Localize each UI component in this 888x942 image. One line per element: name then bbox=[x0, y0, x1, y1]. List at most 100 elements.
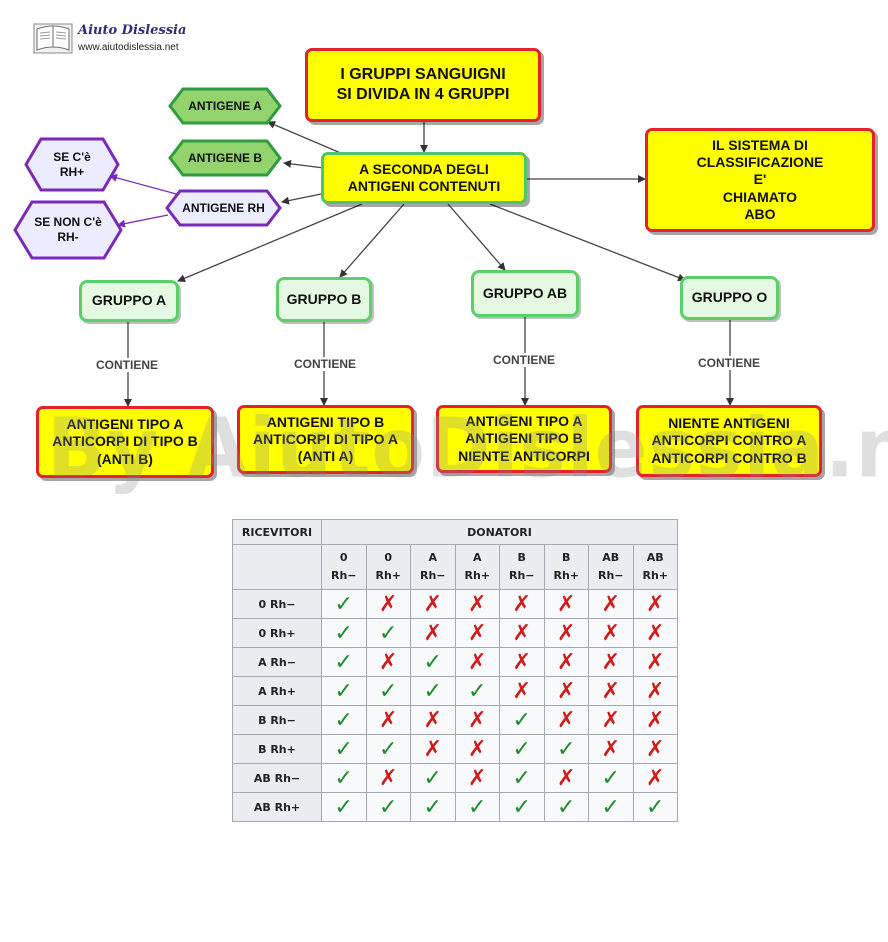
hexagon-shape bbox=[168, 139, 282, 177]
incompatible-cross-icon: ✗ bbox=[365, 589, 411, 619]
group-ab-content: ANTIGENI TIPO A ANTIGENI TIPO B NIENTE A… bbox=[436, 405, 612, 473]
center-node-antigens: A SECONDA DEGLI ANTIGENI CONTENUTI bbox=[321, 152, 527, 204]
incompatible-cross-icon: ✗ bbox=[499, 676, 545, 706]
incompatible-cross-icon: ✗ bbox=[543, 705, 589, 735]
edge-center-group-o bbox=[489, 203, 686, 282]
antigen-rh-label: ANTIGENE RH bbox=[182, 200, 265, 215]
antigen-a-label: ANTIGENE A bbox=[188, 98, 262, 113]
donor-column-header: AB Rh− bbox=[588, 544, 634, 590]
compatible-check-icon: ✓ bbox=[365, 676, 411, 706]
compatible-check-icon: ✓ bbox=[321, 676, 367, 706]
donor-group-label: A bbox=[428, 551, 437, 564]
compatible-check-icon: ✓ bbox=[410, 676, 456, 706]
edge-center-group-b bbox=[339, 203, 405, 278]
incompatible-cross-icon: ✗ bbox=[454, 734, 500, 764]
edge-center-antigen-a bbox=[267, 121, 351, 158]
donor-group-label: A bbox=[472, 551, 482, 564]
incompatible-cross-icon: ✗ bbox=[543, 618, 589, 648]
incompatible-cross-icon: ✗ bbox=[543, 589, 589, 619]
compatible-check-icon: ✓ bbox=[321, 792, 367, 822]
compatible-check-icon: ✓ bbox=[454, 792, 500, 822]
compatible-check-icon: ✓ bbox=[499, 763, 545, 793]
compatible-check-icon: ✓ bbox=[321, 589, 367, 619]
table-row: A Rh−✓✗✓✗✗✗✗✗ bbox=[232, 647, 678, 677]
donor-rh-label: Rh+ bbox=[464, 569, 491, 582]
incompatible-cross-icon: ✗ bbox=[632, 705, 678, 735]
hexagon-shape bbox=[24, 137, 120, 192]
donor-group-label: 0 bbox=[384, 551, 393, 564]
edge-rh-neg bbox=[117, 214, 169, 228]
compatible-check-icon: ✓ bbox=[499, 734, 545, 764]
rh-negative-node: SE NON C'è RH- bbox=[13, 200, 123, 260]
table-row: A Rh+✓✓✓✓✗✗✗✗ bbox=[232, 676, 678, 706]
table-row: B Rh+✓✓✗✗✓✓✗✗ bbox=[232, 734, 678, 764]
compatible-check-icon: ✓ bbox=[321, 647, 367, 677]
incompatible-cross-icon: ✗ bbox=[543, 676, 589, 706]
receiver-label: B Rh+ bbox=[232, 734, 322, 764]
logo-url[interactable]: www.aiutodislessia.net bbox=[78, 42, 179, 53]
incompatible-cross-icon: ✗ bbox=[632, 589, 678, 619]
incompatible-cross-icon: ✗ bbox=[410, 618, 456, 648]
incompatible-cross-icon: ✗ bbox=[588, 589, 634, 619]
donors-header: DONATORI bbox=[321, 519, 678, 545]
hexagon-shape bbox=[165, 189, 282, 227]
compatible-check-icon: ✓ bbox=[588, 763, 634, 793]
diagram-title: I GRUPPI SANGUIGNI SI DIVIDA IN 4 GRUPPI bbox=[305, 48, 541, 122]
incompatible-cross-icon: ✗ bbox=[632, 618, 678, 648]
rh-negative-label: SE NON C'è RH- bbox=[34, 215, 102, 244]
group-a-node: GRUPPO A bbox=[79, 280, 179, 322]
incompatible-cross-icon: ✗ bbox=[632, 676, 678, 706]
compatible-check-icon: ✓ bbox=[365, 734, 411, 764]
compatible-check-icon: ✓ bbox=[365, 792, 411, 822]
edge-rh-pos bbox=[109, 173, 181, 196]
logo-title: Aiuto Dislessia bbox=[78, 23, 187, 38]
compatible-check-icon: ✓ bbox=[499, 792, 545, 822]
incompatible-cross-icon: ✗ bbox=[499, 618, 545, 648]
incompatible-cross-icon: ✗ bbox=[588, 676, 634, 706]
compatible-check-icon: ✓ bbox=[321, 734, 367, 764]
hexagon-shape bbox=[13, 200, 123, 260]
table-body: 0 Rh−✓✗✗✗✗✗✗✗0 Rh+✓✓✗✗✗✗✗✗A Rh−✓✗✓✗✗✗✗✗A… bbox=[232, 589, 678, 822]
group-a-content: ANTIGENI TIPO A ANTICORPI DI TIPO B (ANT… bbox=[36, 406, 214, 478]
incompatible-cross-icon: ✗ bbox=[588, 647, 634, 677]
table-row: 0 Rh−✓✗✗✗✗✗✗✗ bbox=[232, 589, 678, 619]
rh-positive-label: SE C'è RH+ bbox=[53, 149, 91, 179]
incompatible-cross-icon: ✗ bbox=[454, 705, 500, 735]
receiver-label: 0 Rh+ bbox=[232, 618, 322, 648]
antigen-a-node: ANTIGENE A bbox=[168, 87, 282, 125]
donor-group-label: B bbox=[562, 551, 571, 564]
antigen-b-label: ANTIGENE B bbox=[187, 150, 262, 165]
compatible-check-icon: ✓ bbox=[410, 763, 456, 793]
donor-group-label: AB bbox=[646, 551, 664, 564]
donor-rh-label: Rh− bbox=[508, 569, 535, 582]
compatible-check-icon: ✓ bbox=[632, 792, 678, 822]
book-icon bbox=[33, 23, 73, 54]
incompatible-cross-icon: ✗ bbox=[410, 705, 456, 735]
donor-group-label: AB bbox=[602, 551, 620, 564]
donor-rh-label: Rh+ bbox=[553, 569, 580, 582]
edge-label-contiene: CONTIENE bbox=[491, 353, 558, 367]
donor-rh-label: Rh− bbox=[597, 569, 624, 582]
incompatible-cross-icon: ✗ bbox=[410, 734, 456, 764]
receiver-label: A Rh+ bbox=[232, 676, 322, 706]
incompatible-cross-icon: ✗ bbox=[365, 705, 411, 735]
compatible-check-icon: ✓ bbox=[454, 676, 500, 706]
table-row: AB Rh−✓✗✓✗✓✗✓✗ bbox=[232, 763, 678, 793]
edge-label-contiene: CONTIENE bbox=[292, 357, 359, 371]
antigen-rh-node: ANTIGENE RH bbox=[165, 189, 282, 227]
incompatible-cross-icon: ✗ bbox=[454, 618, 500, 648]
donor-column-header: A Rh+ bbox=[454, 544, 500, 590]
receiver-label: 0 Rh− bbox=[232, 589, 322, 619]
group-b-node: GRUPPO B bbox=[276, 277, 372, 322]
incompatible-cross-icon: ✗ bbox=[454, 589, 500, 619]
group-o-node: GRUPPO O bbox=[680, 276, 779, 320]
incompatible-cross-icon: ✗ bbox=[632, 763, 678, 793]
incompatible-cross-icon: ✗ bbox=[365, 647, 411, 677]
compatible-check-icon: ✓ bbox=[543, 792, 589, 822]
